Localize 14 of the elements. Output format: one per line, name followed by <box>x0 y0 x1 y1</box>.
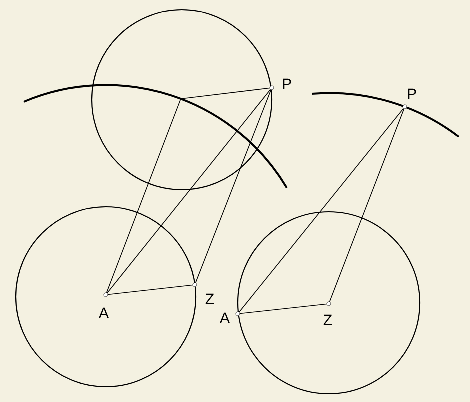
line <box>108 284 194 296</box>
point-label: Z <box>324 314 332 326</box>
line <box>329 108 405 302</box>
point-label: A <box>99 308 109 318</box>
point-label: Z <box>206 294 214 304</box>
point-label: P <box>283 78 292 90</box>
line <box>106 100 181 294</box>
line <box>106 89 272 294</box>
line <box>238 108 404 313</box>
point-label: A <box>220 312 230 324</box>
line <box>240 304 328 314</box>
line <box>195 90 272 284</box>
point-label: P <box>408 88 416 100</box>
line <box>182 88 270 100</box>
